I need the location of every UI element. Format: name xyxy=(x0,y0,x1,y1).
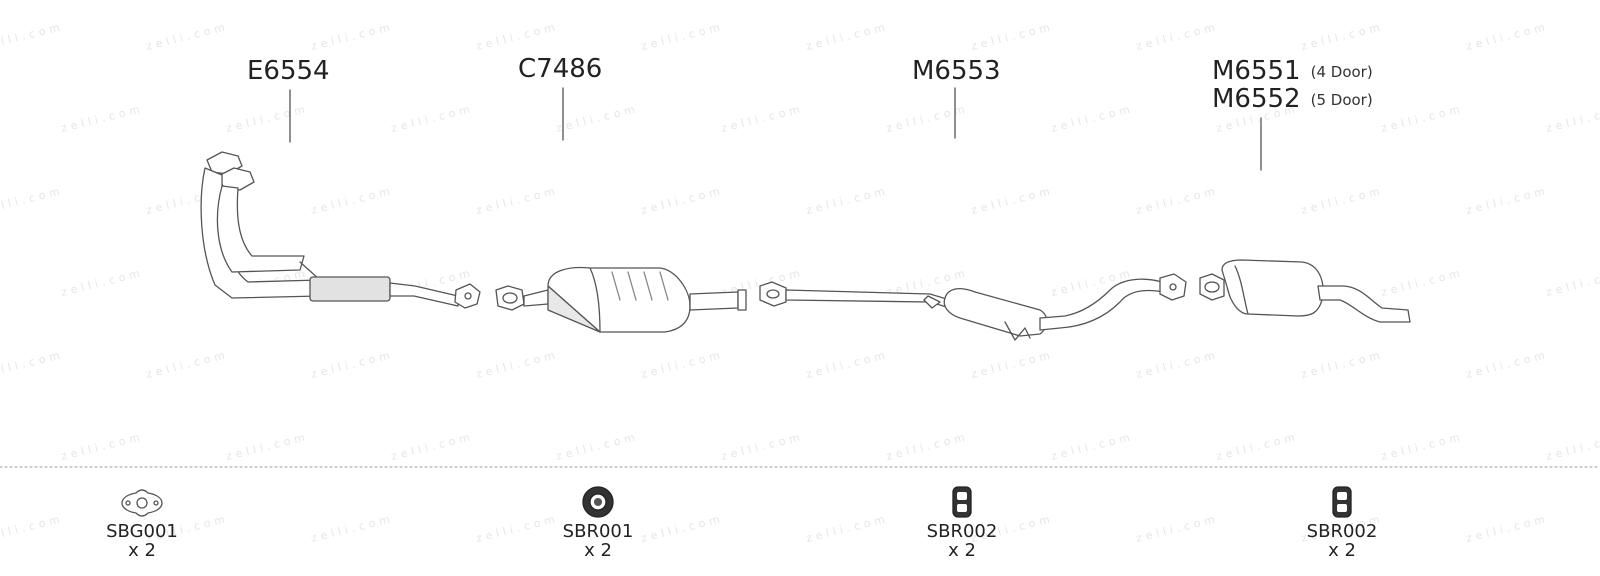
part-label-e6554: E6554 xyxy=(247,58,330,84)
catalytic-converter-c7486 xyxy=(495,266,747,333)
accessory-sbr001: SBR001 x 2 xyxy=(538,522,658,560)
accessory-qty: x 2 xyxy=(948,540,976,561)
part-label-m6552: M6552 (5 Door) xyxy=(1212,86,1373,112)
part-code: E6554 xyxy=(247,56,330,86)
part-label-c7486: C7486 xyxy=(518,56,602,82)
rubber-hanger-icon xyxy=(1332,486,1352,518)
rubber-hanger-icon xyxy=(952,486,972,518)
accessory-sbg001: SBG001 x 2 xyxy=(82,522,202,560)
accessory-code: SBG001 xyxy=(106,521,178,542)
part-code: M6551 xyxy=(1212,56,1301,86)
accessory-sbr002-b: SBR002 x 2 xyxy=(1282,522,1402,560)
part-code: C7486 xyxy=(518,54,603,84)
front-pipe-e6554 xyxy=(200,151,481,309)
rear-silencer-m6551-m6552 xyxy=(1199,259,1411,323)
part-code: M6552 xyxy=(1212,84,1301,114)
part-label-m6553: M6553 xyxy=(912,58,1001,84)
accessory-code: SBR002 xyxy=(1306,521,1378,542)
part-label-m6551: M6551 (4 Door) xyxy=(1212,58,1373,84)
accessory-code: SBR001 xyxy=(562,521,634,542)
accessory-qty: x 2 xyxy=(1328,540,1356,561)
rubber-ring-icon xyxy=(582,486,614,518)
accessory-qty: x 2 xyxy=(584,540,612,561)
part-note: (4 Door) xyxy=(1310,63,1373,81)
centre-section-m6553 xyxy=(759,273,1187,341)
accessory-qty: x 2 xyxy=(128,540,156,561)
accessory-code: SBR002 xyxy=(926,521,998,542)
part-note: (5 Door) xyxy=(1310,91,1373,109)
part-code: M6553 xyxy=(912,56,1001,86)
accessory-sbr002-a: SBR002 x 2 xyxy=(902,522,1022,560)
flange-gasket-icon xyxy=(121,489,163,517)
